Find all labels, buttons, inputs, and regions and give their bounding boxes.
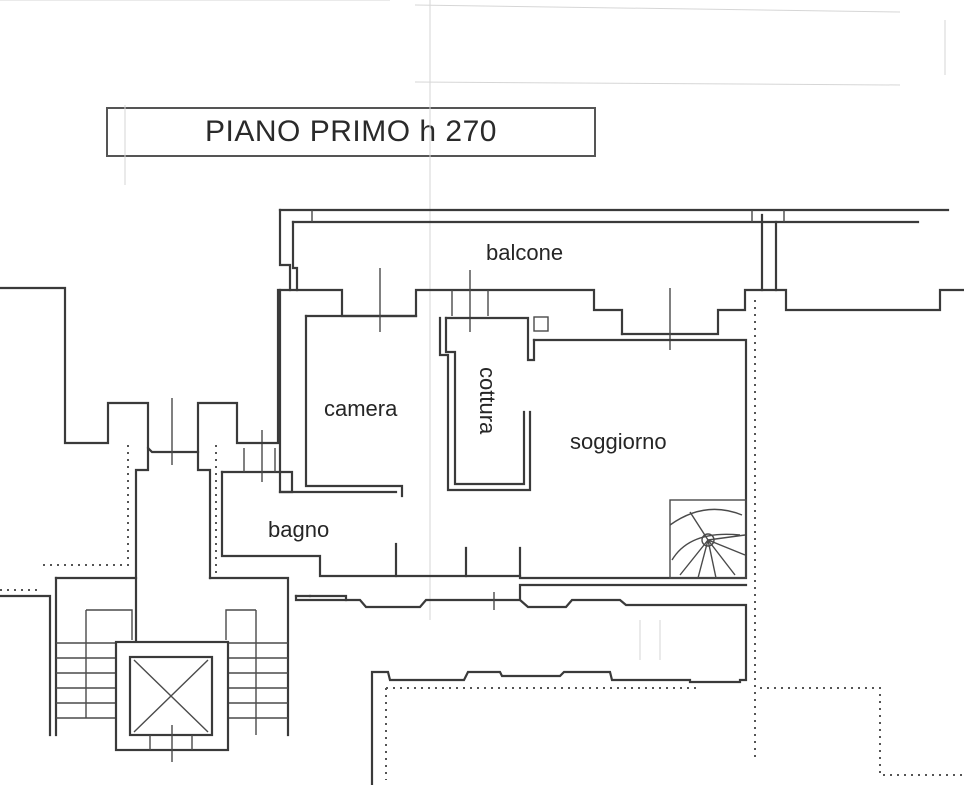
cottura-walls [438, 316, 536, 492]
balcony-walls [278, 208, 950, 292]
floor-title-box: PIANO PRIMO h 270 [106, 107, 596, 157]
soggiorno-walls [518, 300, 756, 760]
camera-walls [278, 288, 404, 498]
scan-artifacts [124, 0, 946, 620]
west-outline [0, 286, 280, 465]
elevator-icon [114, 640, 230, 762]
bagno-walls [220, 430, 522, 578]
room-label-camera: camera [324, 396, 398, 421]
room-label-bagno: bagno [268, 517, 329, 542]
north-facade [278, 268, 964, 350]
stair-treads-right [228, 642, 288, 719]
room-label-balcone: balcone [486, 240, 563, 265]
room-labels: balcone camera cottura soggiorno bagno [268, 240, 667, 542]
stairwell [0, 445, 312, 762]
stair-treads-left [56, 642, 116, 719]
spiral-stair-icon [669, 499, 747, 579]
room-label-soggiorno: soggiorno [570, 429, 667, 454]
floor-title: PIANO PRIMO h 270 [205, 115, 497, 148]
room-label-cottura: cottura [475, 367, 500, 435]
